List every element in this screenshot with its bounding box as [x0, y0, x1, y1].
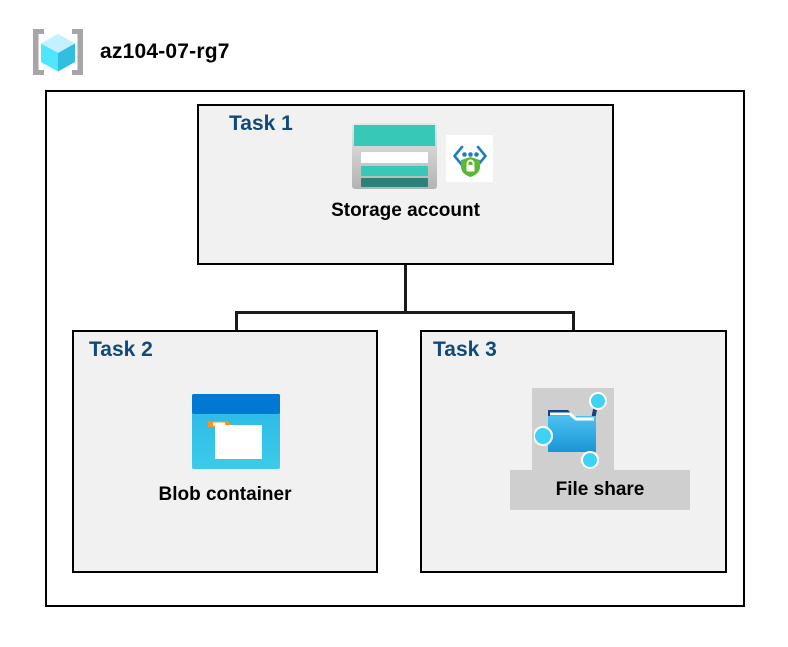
secure-endpoint-icon[interactable] [446, 135, 493, 187]
connector-horizontal-bus [235, 311, 575, 314]
file-share-label: File share [510, 470, 690, 510]
storage-account-icon[interactable] [352, 123, 437, 194]
resource-group-title: az104-07-rg7 [100, 40, 230, 63]
storage-account-label: Storage account [331, 200, 480, 221]
task-1-label: Task 1 [229, 112, 293, 135]
blob-container-label: Blob container [158, 484, 292, 505]
task-3-label: Task 3 [433, 338, 497, 361]
resource-group-icon [30, 26, 86, 78]
task-2-label: Task 2 [89, 338, 153, 361]
resource-group-header: az104-07-rg7 [30, 26, 230, 78]
connector-storage-to-bus [404, 265, 407, 313]
blob-container-icon[interactable] [192, 394, 280, 474]
file-share-icon[interactable] [533, 390, 612, 475]
